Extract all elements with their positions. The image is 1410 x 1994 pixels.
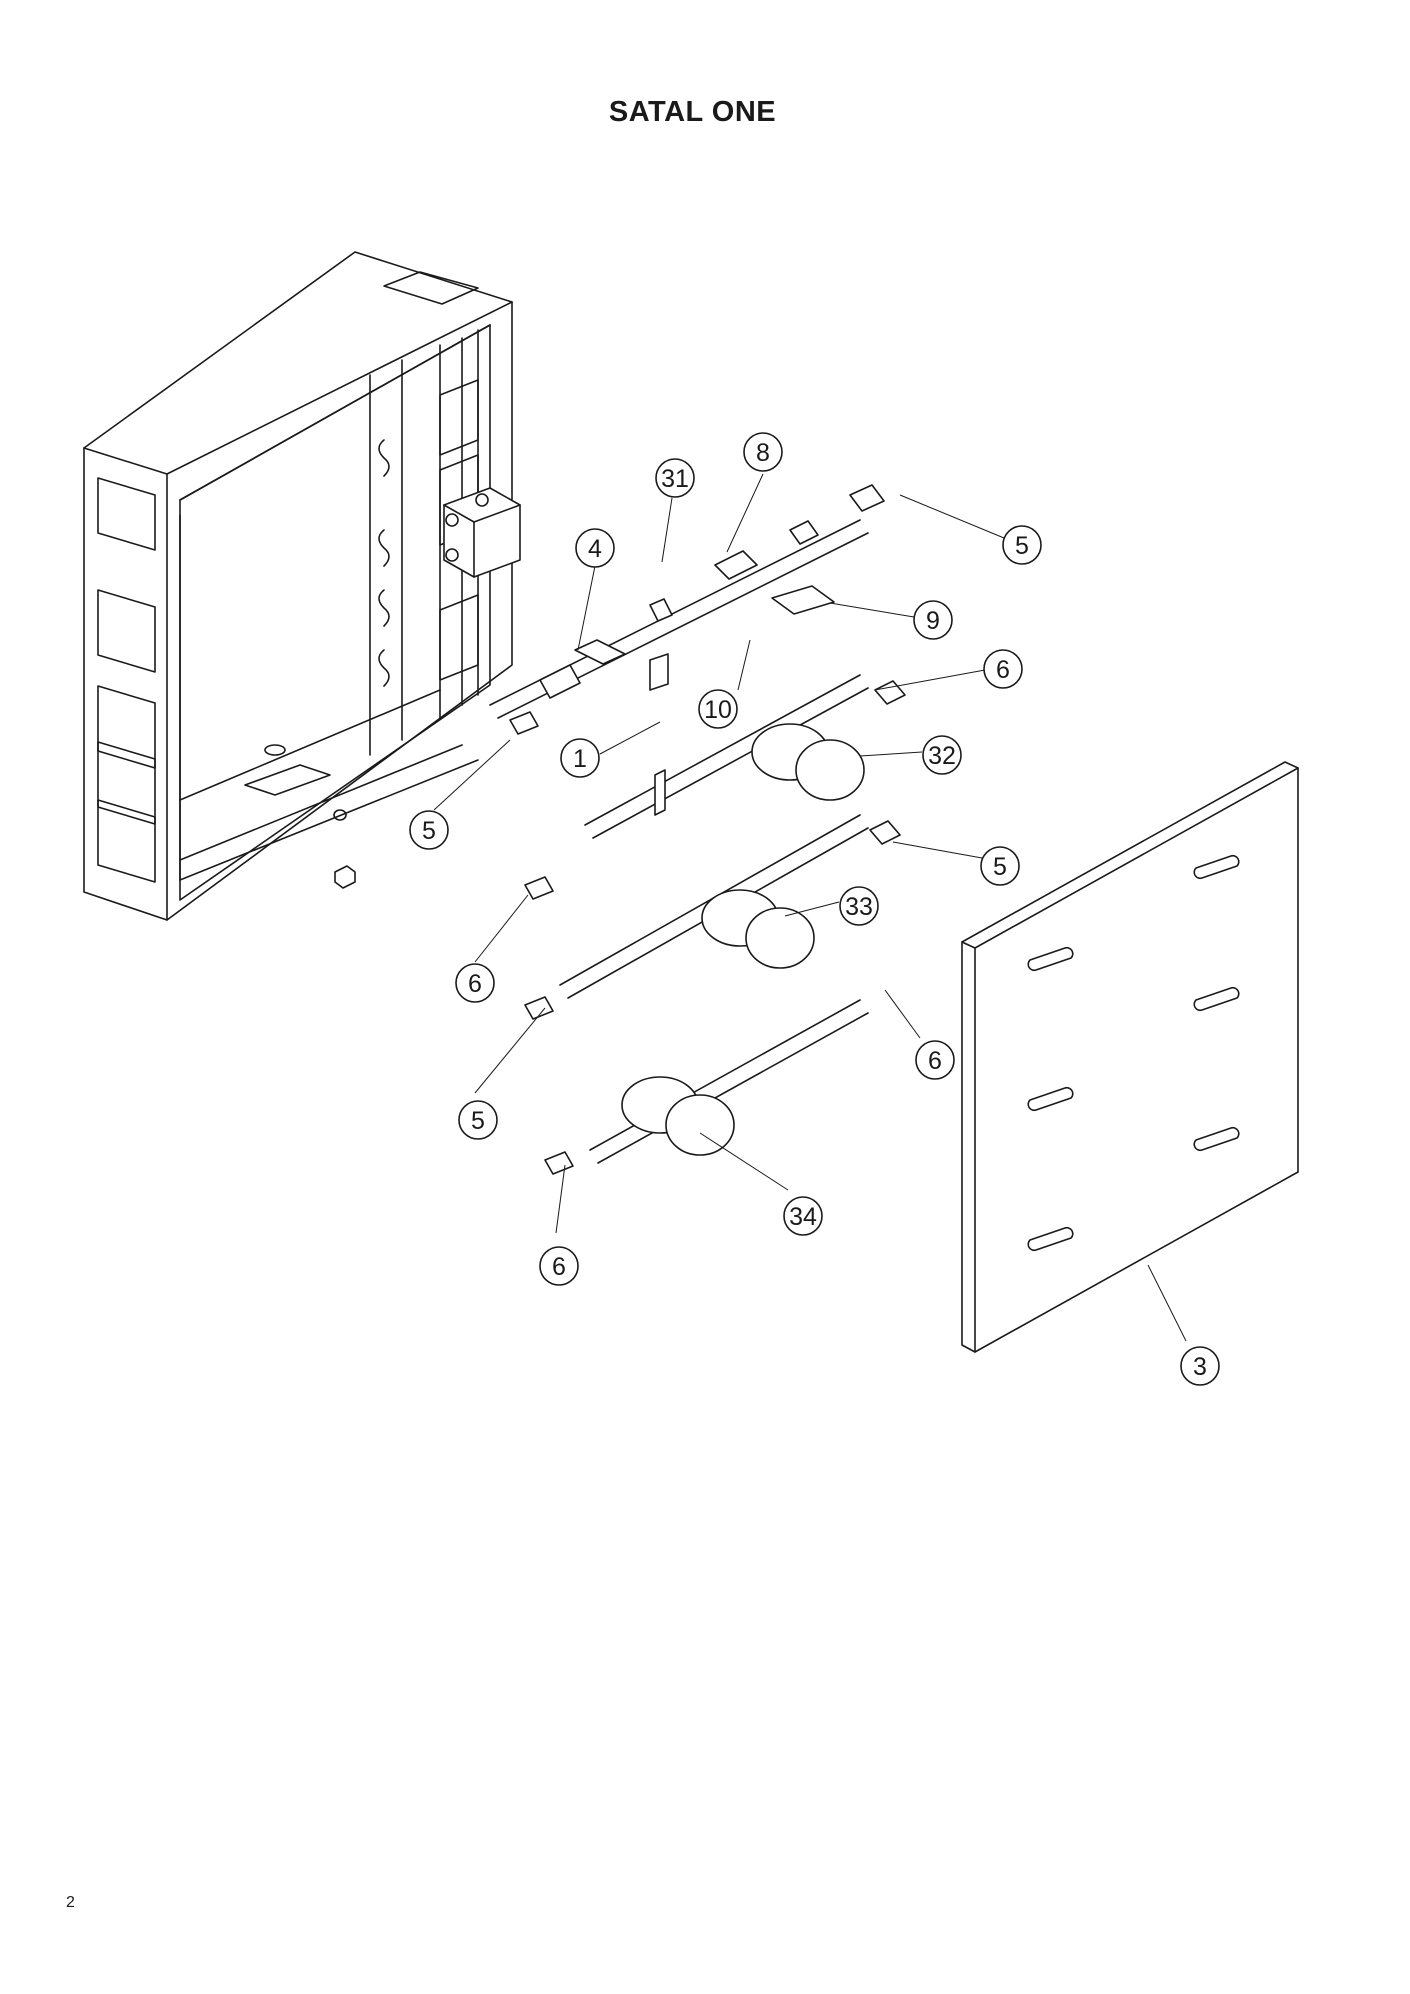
callout-5-b-label: 5	[422, 817, 436, 845]
callout-6-b: 6	[455, 963, 495, 1003]
callout-32: 32	[922, 735, 962, 775]
callout-32-label: 32	[928, 742, 956, 770]
callout-5-b: 5	[409, 810, 449, 850]
callout-5-c: 5	[980, 846, 1020, 886]
callout-33-label: 33	[845, 893, 873, 921]
cover-panel	[961, 761, 1299, 1353]
callouts: 31 8 4 5 9 6 10 1	[409, 432, 1220, 1386]
callout-6-d-label: 6	[552, 1253, 566, 1281]
callout-5-d: 5	[458, 1100, 498, 1140]
callout-9-label: 9	[926, 607, 940, 635]
callout-6-c-label: 6	[928, 1047, 942, 1075]
callout-8-label: 8	[756, 439, 770, 467]
cabinet-frame	[83, 251, 521, 921]
page-title: SATAL ONE	[608, 96, 777, 128]
callout-31: 31	[655, 458, 695, 498]
callout-10-label: 10	[704, 696, 732, 724]
callout-1: 1	[560, 738, 600, 778]
callout-6-c: 6	[915, 1040, 955, 1080]
callout-34: 34	[783, 1196, 823, 1236]
callout-5-c-label: 5	[993, 853, 1007, 881]
callout-6-a: 6	[983, 649, 1023, 689]
callout-5-a: 5	[1002, 525, 1042, 565]
callout-4: 4	[575, 528, 615, 568]
callout-10: 10	[698, 689, 738, 729]
callout-3: 3	[1180, 1346, 1220, 1386]
handle-slots	[1027, 854, 1240, 1252]
callout-5-a-label: 5	[1015, 532, 1029, 560]
callout-8: 8	[743, 432, 783, 472]
page-number: 2	[66, 1894, 75, 1911]
pipe-assemblies	[489, 484, 906, 1175]
callout-6-d: 6	[539, 1246, 579, 1286]
callout-5-d-label: 5	[471, 1107, 485, 1135]
callout-6-b-label: 6	[468, 970, 482, 998]
callout-4-label: 4	[588, 535, 602, 563]
callout-6-a-label: 6	[996, 656, 1010, 684]
callout-9: 9	[913, 600, 953, 640]
callout-34-label: 34	[789, 1203, 817, 1231]
callout-33: 33	[839, 886, 879, 926]
callout-1-label: 1	[573, 745, 587, 773]
leader-lines	[433, 473, 1187, 1342]
callout-31-label: 31	[661, 465, 689, 493]
callout-3-label: 3	[1193, 1353, 1207, 1381]
